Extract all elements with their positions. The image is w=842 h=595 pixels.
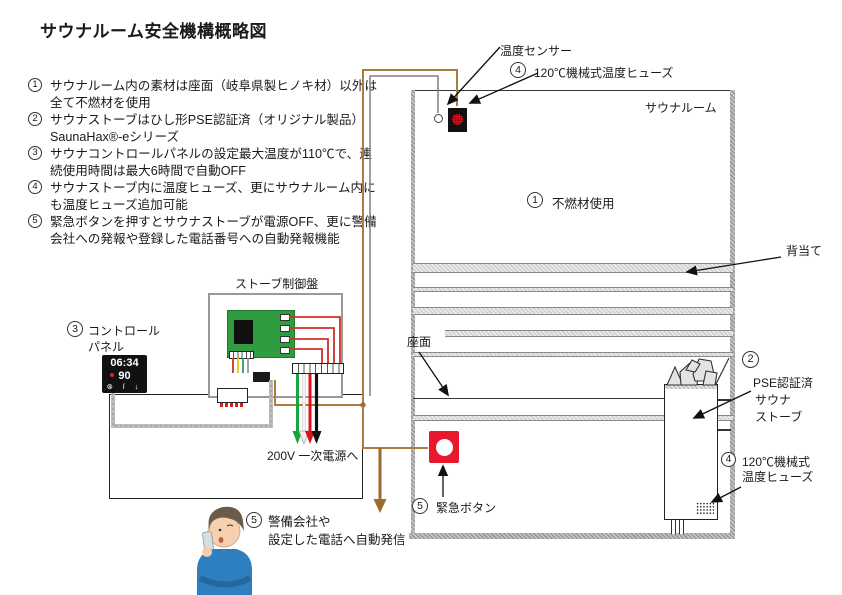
control-pcb [227,310,295,359]
stove-wall-line-2 [717,429,731,431]
room-top-wall [411,89,734,91]
terminal-strip [292,363,344,374]
top-fuse-number: 4 [510,62,526,78]
pcb-chip [234,320,253,344]
stove-fuse-number: 4 [721,452,736,467]
note-4-text: サウナストーブ内に温度ヒューズ、更にサウナルーム内にも温度ヒューズ追加可能 [50,181,376,212]
emergency-label: 緊急ボタン [436,501,497,515]
display-icons: ⊗ ſ ↓ [106,382,143,391]
note-5-text: 緊急ボタンを押すとサウナストーブが電源OFF、更に警備会社への発報や登録した電話… [50,215,377,246]
stove-label-line3: ストーブ [755,410,803,424]
emergency-button-cap [435,438,453,456]
pcb-connector-4 [280,347,290,354]
stove-label-line2: サウナ [755,393,792,407]
note-2-text: サウナストーブはひし形PSE認証済（オリジナル製品）SaunaHax®-eシリー… [50,113,365,144]
note-1: 1 サウナルーム内の素材は座面（岐阜県製ヒノキ材）以外は全て不燃材を使用 [28,78,380,112]
person-on-phone-illustration [197,506,252,595]
pcb-connector-1 [280,314,290,321]
tan-wire-emergency [362,405,428,449]
note-1-text: サウナルーム内の素材は座面（岐阜県製ヒノキ材）以外は全て不燃材を使用 [50,79,378,110]
stove-rocks [666,358,718,386]
sauna-stove [664,384,718,520]
display-temperature: 90 [118,370,131,382]
fuse-red-element [452,114,463,125]
annotation-arrows [418,46,782,503]
backrest-label: 背当て [786,244,823,258]
relay-component [253,372,270,382]
temperature-sensor [433,113,443,123]
breaker-red-hatch [220,403,245,407]
sensor-label: 温度センサー [500,44,573,58]
panel-label-line1: コントロール [88,324,161,338]
stove-wall-line-1 [717,399,731,401]
pcb-connector-2 [280,325,290,332]
room-floor [409,532,735,539]
room-name-label: サウナルーム [645,101,717,115]
note-4: 4 サウナストーブ内に温度ヒューズ、更にサウナルーム内にも温度ヒューズ追加可能 [28,180,380,214]
emergency-button [429,431,459,463]
stove-leg-left [671,519,676,534]
seat-arrow [418,351,449,397]
panel-label-line2: パネル [88,340,125,354]
seat-label: 座面 [407,335,432,349]
stove-label-number: 2 [742,351,759,368]
dispatch-label-line1: 警備会社や [268,515,331,529]
breaker-device [217,388,248,403]
seat-front-line [413,397,665,399]
note-3-text: サウナコントロールパネルの設定最大温度が110℃で、連続使用時間は最大6時間で自… [50,147,372,178]
stove-top-edge [665,385,717,389]
stove-corner-line [715,357,730,385]
stove-leg-right [679,519,684,534]
bench-slat-upper [445,329,733,337]
top-fuse-label: 120℃機械式温度ヒューズ [534,66,674,80]
panel-number: 3 [67,321,83,337]
emergency-number: 5 [412,498,428,514]
note-2-number: 2 [28,112,42,126]
material-label: 不燃材使用 [552,197,615,211]
dispatch-label-line2: 設定した電話へ自動発信 [268,533,406,547]
display-indicator-dot [110,373,114,377]
power-label: 200V 一次電源へ [267,449,359,463]
top-fuse-arrow [468,72,539,104]
note-4-number: 4 [28,180,42,194]
tan-wire-dispatch-arrow [373,448,387,513]
pcb-bottom-connector [229,351,254,359]
page-title: サウナルーム安全機構概略図 [40,22,267,41]
bench-base-slat [413,414,733,421]
note-5-number: 5 [28,214,42,228]
temperature-fuse-unit [448,108,467,132]
stove-fuse-vents [696,502,714,515]
note-1-number: 1 [28,78,42,92]
pcb-connector-3 [280,336,290,343]
note-3-number: 3 [28,146,42,160]
material-number: 1 [527,192,543,208]
backrest-slat-2 [413,286,733,292]
note-3: 3 サウナコントロールパネルの設定最大温度が110℃で、連続使用時間は最大6時間… [28,146,380,180]
backrest-slat-3 [413,306,733,315]
backrest-slat-1 [413,263,733,273]
stove-fuse-label-line1: 120℃機械式 [742,455,811,469]
dispatch-number: 5 [246,512,262,528]
stove-label-line1: PSE認証済 [753,376,814,390]
control-box-title: ストーブ制御盤 [235,277,319,291]
bench-slat-lower [413,351,733,357]
sensor-arrow [446,46,501,106]
display-time: 06:34 [110,357,139,369]
note-5: 5 緊急ボタンを押すとサウナストーブが電源OFF、更に警備会社への発報や登録した… [28,214,380,248]
stove-fuse-label-line2: 温度ヒューズ [742,470,814,484]
note-2: 2 サウナストーブはひし形PSE認証済（オリジナル製品）SaunaHax®-eシ… [28,112,380,146]
control-panel-display: 06:34 90 ⊗ ſ ↓ [102,355,147,393]
